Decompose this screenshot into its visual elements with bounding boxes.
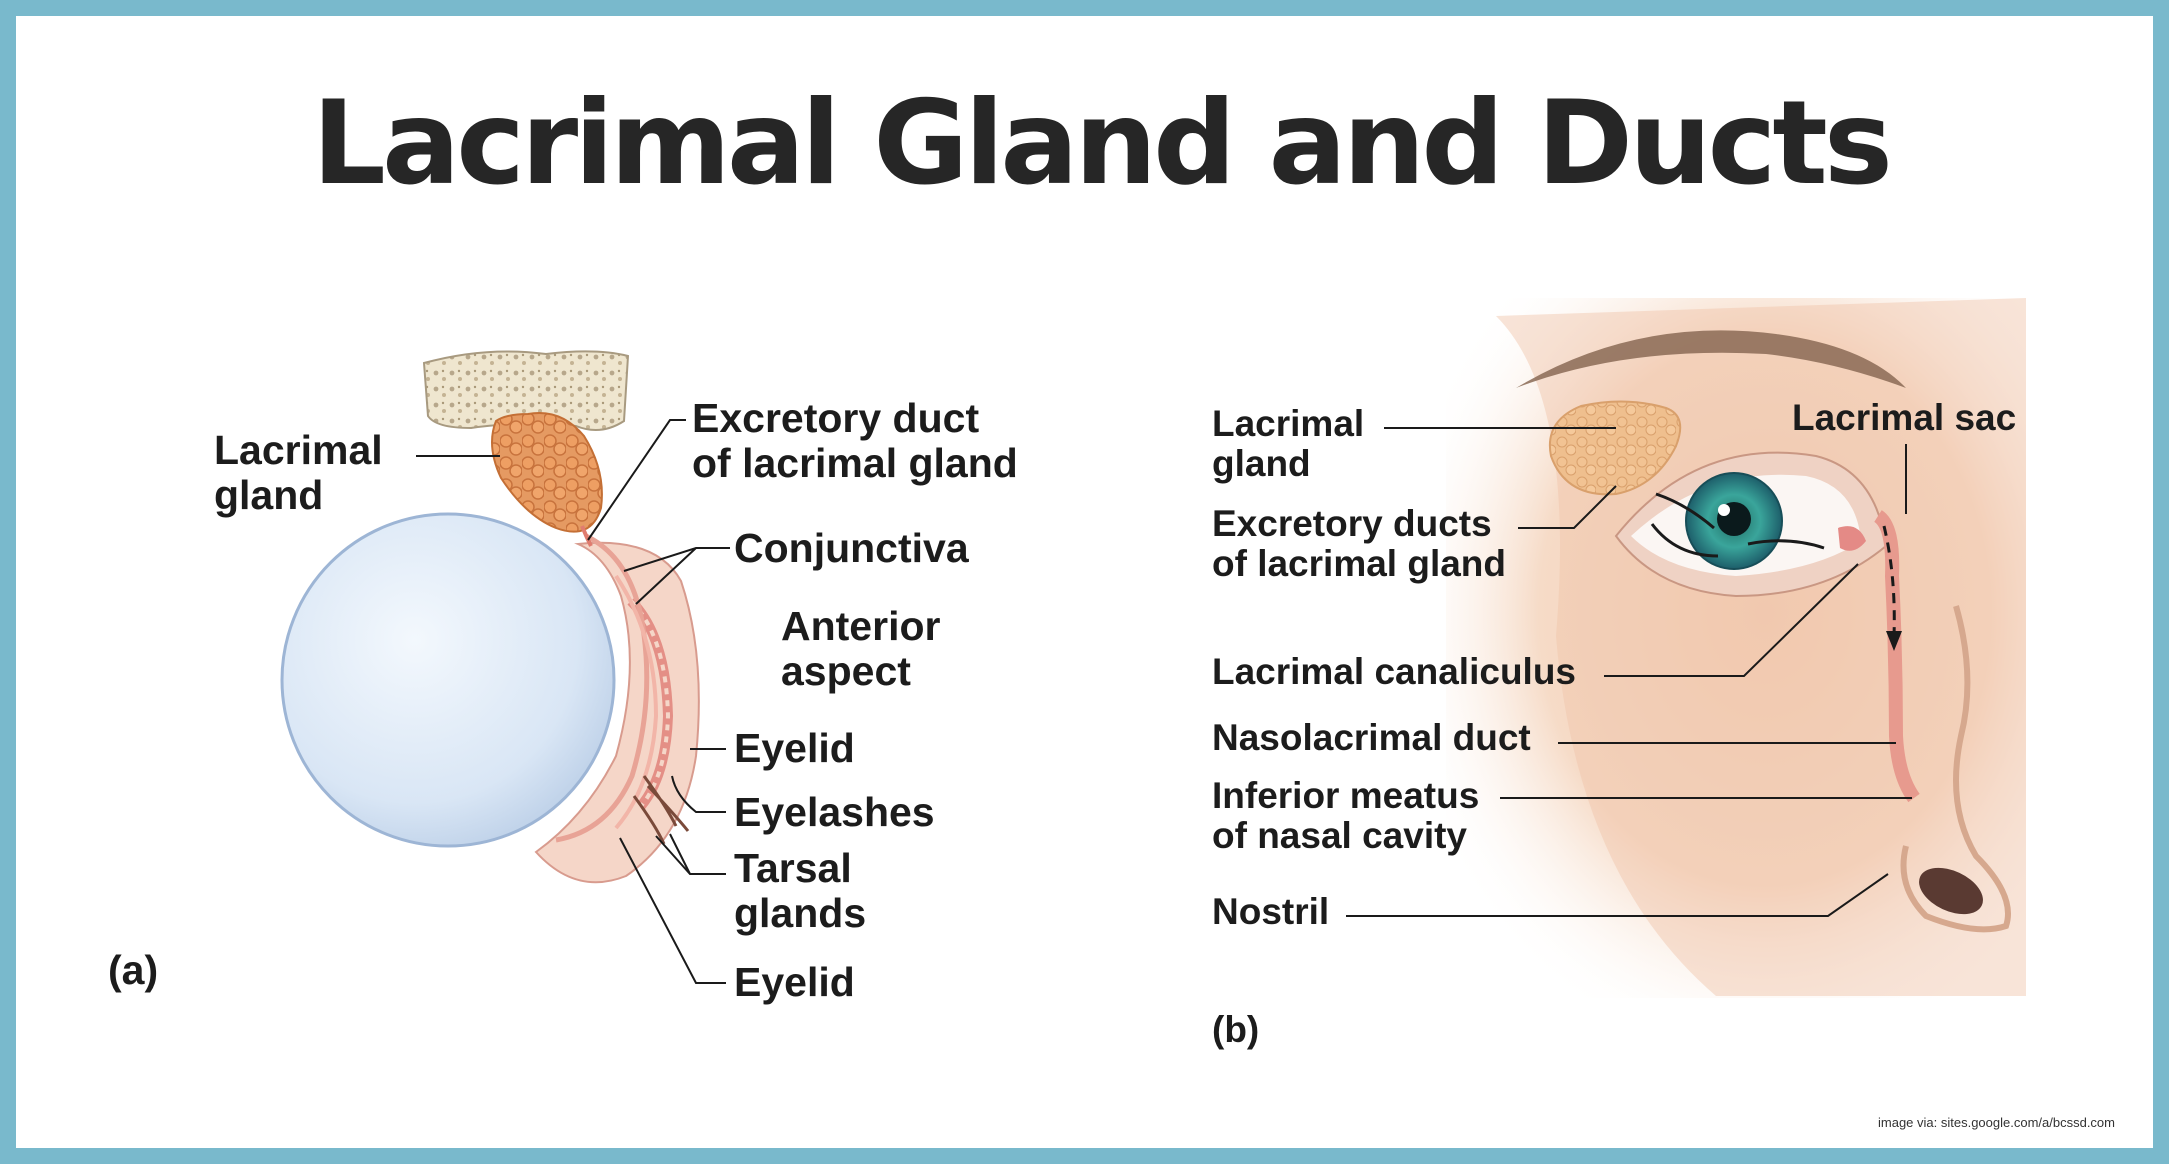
nasolacrimal-duct-b [1873,510,1920,803]
label-excretory-ducts-b: Excretory ducts of lacrimal gland [1212,503,1507,584]
label-lacrimal-gland-b: Lacrimal gland [1212,403,1365,484]
panel-b-drawing [1346,298,2026,998]
tear-flow-arrows [1650,492,1825,558]
anatomy-illustration [280,298,2026,998]
leader-lines-a [416,419,730,984]
label-eyelid-lower: Eyelid [734,959,855,1005]
excretory-duct-a [580,525,593,547]
slide-title: Lacrimal Gland and Ducts [312,76,1893,211]
label-tarsal-glands: Tarsal glands [734,845,867,936]
label-lacrimal-canaliculus: Lacrimal canaliculus [1212,651,1577,692]
leader-lines-b [1346,427,1912,917]
label-inferior-meatus: Inferior meatus of nasal cavity [1212,775,1480,856]
nostril-shape [1919,867,1983,915]
eyeball [280,512,616,848]
label-nasolacrimal-duct: Nasolacrimal duct [1212,717,1531,758]
conjunctiva-lining [555,533,650,843]
label-lacrimal-gland-a: Lacrimal gland [214,427,383,518]
panel-b-letter: (b) [1212,1009,1260,1050]
label-lacrimal-sac: Lacrimal sac [1792,397,2017,438]
label-excretory-duct-a: Excretory duct of lacrimal gland [692,395,1018,486]
panel-a-letter: (a) [108,947,159,993]
panel-a-drawing [280,350,730,984]
lacrimal-gland-b [1548,400,1682,496]
image-credit: image via: sites.google.com/a/bcssd.com [1878,1115,2115,1130]
label-eyelashes: Eyelashes [734,789,935,835]
eyebrow [1516,330,1906,388]
orbital-bone [422,350,630,431]
nose [1900,605,2011,933]
label-eyelid-upper: Eyelid [734,725,855,771]
lacrimal-caruncle [1838,526,1866,551]
label-nostril: Nostril [1212,891,1330,932]
label-anterior-aspect: Anterior aspect [781,603,941,694]
label-conjunctiva: Conjunctiva [734,525,969,571]
eyelashes-a [632,775,690,845]
lacrimal-gland-a [491,412,603,533]
